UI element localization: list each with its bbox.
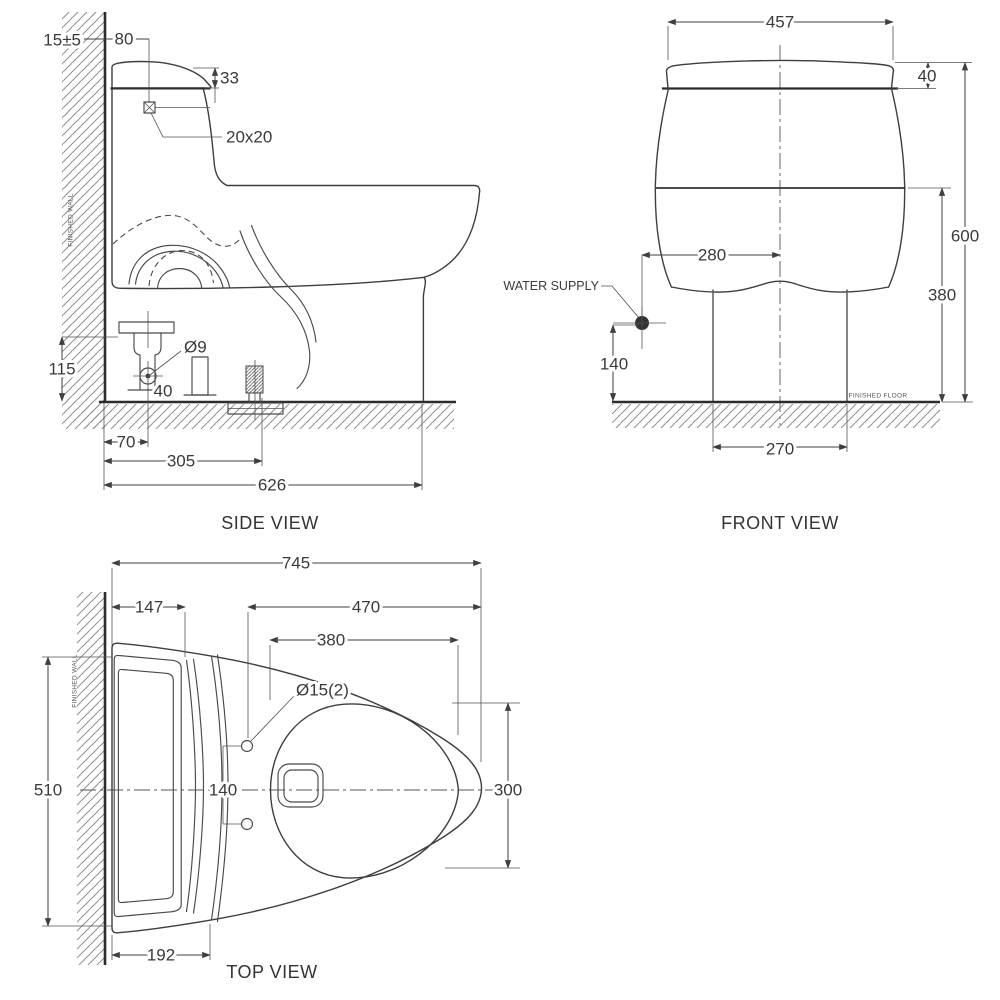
dim-overall-height: 600 — [942, 61, 982, 403]
dim-supply-side-offset-label: 40 — [154, 382, 173, 401]
dim-supply-offset-label: 280 — [698, 246, 726, 265]
dim-supply-height: 115 — [45, 336, 118, 402]
dim-supply-height-front-label: 140 — [600, 355, 628, 374]
finished-floor-label: FINISHED FLOOR — [849, 393, 908, 400]
dim-lid-height-label: 33 — [220, 69, 239, 88]
dim-tank-lid-depth: 147 — [111, 595, 186, 657]
dim-bowl-opening-length: 380 — [269, 628, 459, 735]
dim-hole-spacing-label: 140 — [209, 781, 237, 800]
dim-wall-gap-label: 15±5 — [43, 31, 81, 50]
front-tank-lid — [665, 59, 895, 89]
top-finished-wall-label: FINISHED WALL — [72, 654, 79, 708]
outlet-opening-outer — [277, 763, 324, 808]
supply-flange — [118, 321, 175, 334]
seat-hole-top — [240, 739, 254, 753]
dim-bowl-opening-width-label: 300 — [494, 781, 522, 800]
dim-overall-depth: 626 — [103, 404, 423, 498]
trap-arch-outer — [128, 244, 231, 289]
dim-seat-hole-depth: 470 — [247, 595, 482, 738]
side-view: FINISHED WALL — [40, 12, 481, 533]
dim-overall-depth-top: 745 — [111, 551, 482, 762]
trap-arch-mid — [134, 250, 224, 289]
dim-tank-width: 457 — [667, 10, 894, 60]
dim-hole-spacing: 140 — [206, 745, 241, 825]
dim-supply-setback-label: 70 — [117, 433, 136, 452]
dim-button-size-label: 20x20 — [226, 128, 272, 147]
dim-seat-hole-depth-label: 470 — [352, 598, 380, 617]
dim-supply-offset: 280 — [641, 243, 781, 320]
dim-overall-depth-top-label: 745 — [282, 554, 310, 573]
front-body-left — [654, 87, 673, 288]
bowl-back-curve-inner — [250, 224, 317, 343]
side-view-title: SIDE VIEW — [221, 513, 319, 533]
dim-flush-button: 20x20 — [143, 101, 275, 150]
dim-overall-width-label: 510 — [34, 781, 62, 800]
tank-front-edge-1 — [185, 659, 197, 913]
front-body-right — [887, 87, 906, 288]
dim-overall-height-label: 600 — [951, 227, 979, 246]
dim-tank-inner-depth: 192 — [111, 924, 211, 968]
seat-hinge-edge-2 — [216, 654, 229, 923]
dim-tank-inner-depth-label: 192 — [147, 946, 175, 965]
dim-overall-width: 510 — [31, 656, 112, 927]
trap-arch-inner — [156, 267, 203, 289]
outlet-opening-inner — [283, 769, 319, 803]
seat-hinge-edge-1 — [210, 655, 223, 921]
dim-lid-height: 33 — [193, 66, 242, 103]
dim-tank-width-label: 457 — [766, 13, 794, 32]
top-view: FINISHED WALL 745 147 470 — [31, 551, 525, 983]
dim-seat-holes-label: Ø15(2) — [296, 681, 349, 700]
dim-supply-setback: 70 — [103, 388, 149, 490]
front-body-bottom — [670, 280, 890, 293]
bowl-opening-outline — [269, 703, 459, 879]
water-supply-callout: WATER SUPPLY — [503, 279, 666, 349]
dim-bowl-opening-length-label: 380 — [317, 631, 345, 650]
dim-overall-depth-label: 626 — [258, 476, 286, 495]
toilet-outline — [111, 60, 481, 402]
dim-outlet-setback: 305 — [103, 398, 263, 474]
dim-lid-height-front-label: 40 — [918, 67, 937, 86]
front-view: FINISHED FLOOR 457 40 380 600 280 — [503, 10, 982, 534]
tank-lid-inner-outline — [117, 668, 174, 904]
dim-outlet-setback-label: 305 — [167, 452, 195, 471]
dim-bowl-opening-width: 300 — [445, 702, 525, 869]
dim-base-width: 270 — [712, 404, 848, 462]
dim-button-offset-label: 80 — [115, 30, 134, 49]
dim-supply-diameter: Ø9 — [145, 335, 210, 379]
drain-hatch — [245, 365, 264, 394]
floor-hatch — [84, 404, 454, 429]
dim-supply-diameter-label: Ø9 — [184, 338, 207, 357]
dim-seat-holes-callout: Ø15(2) — [250, 678, 352, 742]
top-body-outline — [111, 642, 483, 934]
finished-wall-label: FINISHED WALL — [68, 193, 75, 247]
dim-tank-lid-depth-label: 147 — [135, 598, 163, 617]
front-floor-hatch — [612, 404, 940, 428]
dim-wall-gap-and-button-offset: 15±5 80 — [40, 27, 150, 102]
seat-hole-bottom — [240, 817, 254, 831]
dim-supply-height-label: 115 — [48, 360, 75, 379]
front-view-title: FRONT VIEW — [721, 513, 839, 533]
trap-dashed-arch — [148, 249, 215, 287]
trapway-dashed-curve — [112, 214, 243, 247]
dim-supply-height-front: 140 — [597, 324, 639, 402]
dim-lid-height-front: 40 — [895, 61, 972, 90]
water-supply-label: WATER SUPPLY — [503, 279, 599, 293]
wall-hatch — [62, 12, 105, 429]
dim-base-width-label: 270 — [766, 440, 794, 459]
outlet-pipe — [191, 356, 209, 396]
tank-front-edge-2 — [192, 658, 205, 914]
bowl-back-curve-outer — [239, 230, 311, 390]
dim-rim-height-label: 380 — [928, 286, 956, 305]
top-view-title: TOP VIEW — [226, 962, 317, 982]
tank-lid-outline — [113, 654, 182, 918]
top-wall-hatch — [77, 592, 105, 965]
dim-rim-height: 380 — [908, 187, 959, 403]
